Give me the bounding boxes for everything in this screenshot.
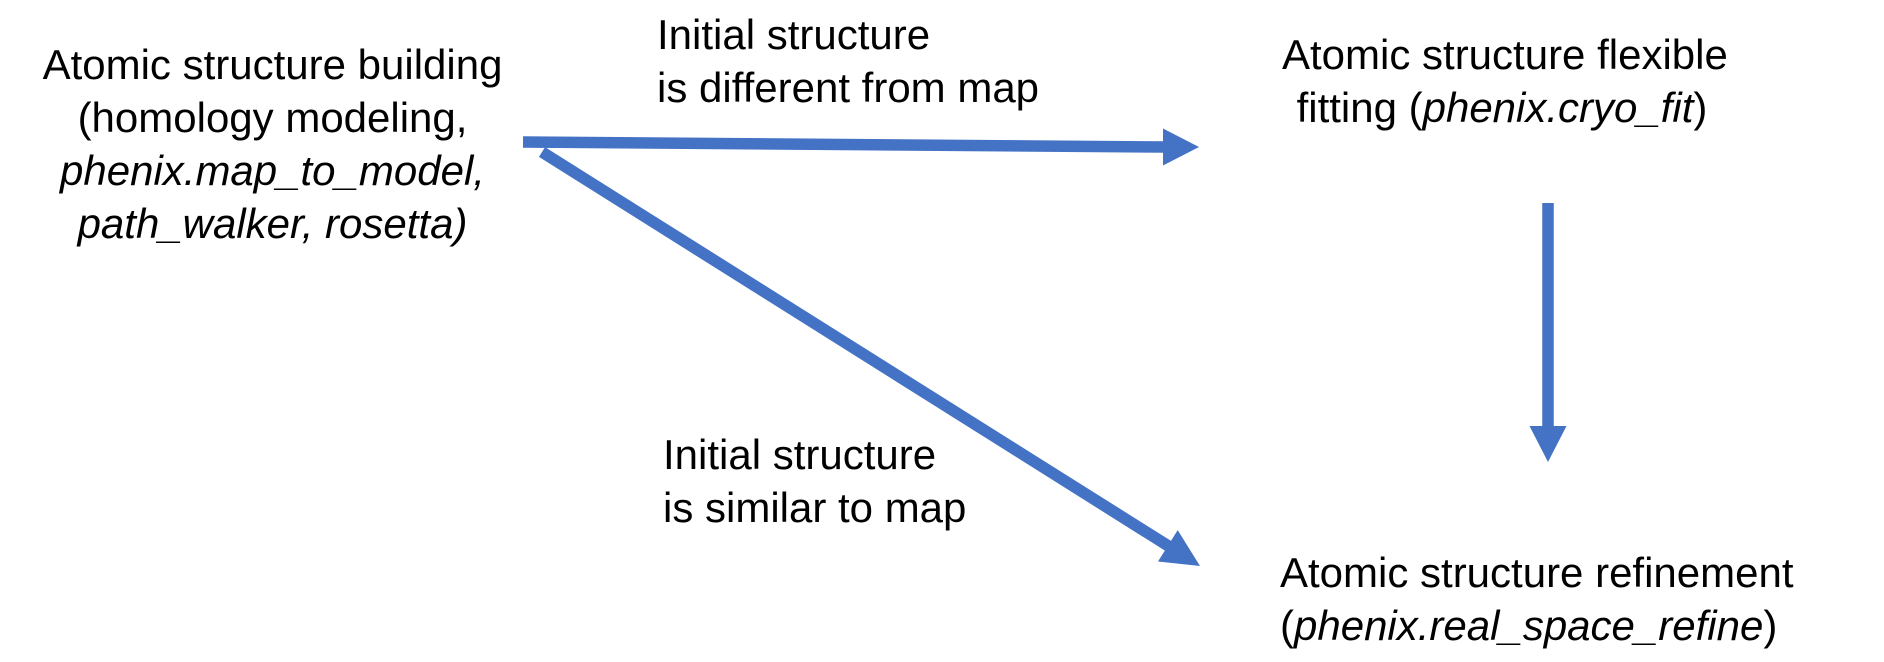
edge-label-similar-to-map: Initial structure is similar to map [663,428,966,534]
arrow-building-to-refinement-shaft [538,147,1174,552]
edge-label-different-line1: Initial structure [657,11,931,58]
node-structure-refinement-line2-prefix: ( [1280,602,1294,649]
arrow-building-to-fitting-shaft [522,136,1167,153]
arrow-right-icon [1163,128,1199,166]
node-structure-refinement-line2: (phenix.real_space_refine) [1280,599,1777,652]
node-structure-building: Atomic structure building (homology mode… [0,38,545,250]
arrow-down-icon [1529,426,1567,462]
edge-label-similar-line2: is similar to map [663,484,967,531]
edge-label-different-line2: is different from map [657,64,1040,111]
node-structure-refinement: Atomic structure refinement (phenix.real… [1280,546,1794,652]
edge-label-similar-line1: Initial structure [663,431,937,478]
node-flexible-fitting-line2-prefix: fitting ( [1296,84,1423,131]
node-structure-refinement-line2-suffix: ) [1763,602,1778,649]
node-structure-refinement-line1: Atomic structure refinement [1280,549,1794,596]
arrow-building-to-fitting [522,128,1199,166]
arrow-fitting-to-refinement [1529,203,1567,462]
node-flexible-fitting: Atomic structure flexible fitting (pheni… [1282,28,1728,134]
node-flexible-fitting-line2: fitting (phenix.cryo_fit) [1282,81,1722,134]
node-structure-building-line2: (homology modeling, [77,94,468,141]
node-flexible-fitting-line2-suffix: ) [1693,84,1708,131]
node-structure-building-line4-software: path_walker, rosetta) [77,200,468,247]
node-structure-refinement-software: phenix.real_space_refine [1294,602,1764,649]
node-flexible-fitting-line1: Atomic structure flexible [1282,31,1728,78]
arrow-down-right-icon [1158,530,1200,566]
node-flexible-fitting-software: phenix.cryo_fit [1422,84,1694,131]
node-structure-building-line3-software: phenix.map_to_model, [60,147,485,194]
arrow-building-to-refinement [538,147,1200,566]
node-structure-building-line1: Atomic structure building [42,41,503,88]
edge-label-different-from-map: Initial structure is different from map [657,8,1039,114]
